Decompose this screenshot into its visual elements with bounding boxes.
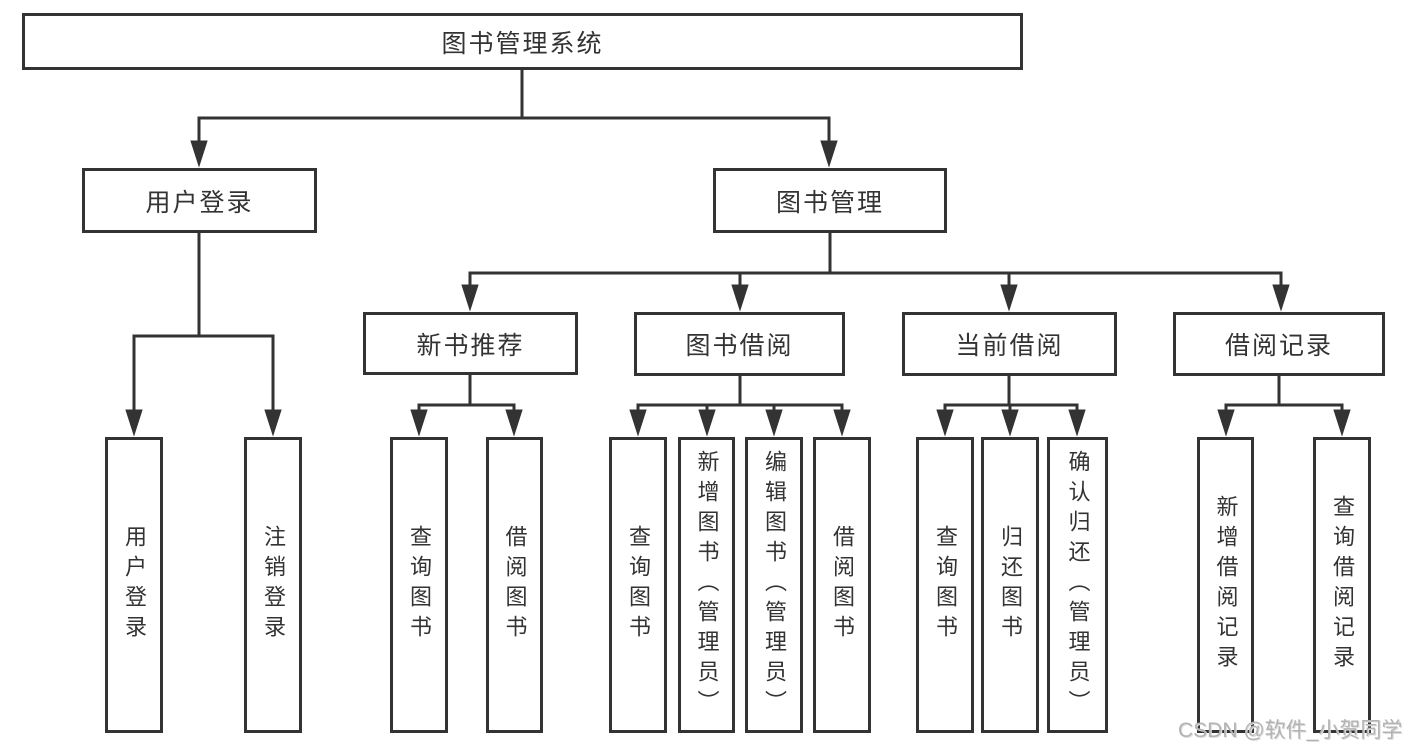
node-new-book-recommend: 新书推荐	[363, 312, 578, 375]
leaf-borrow-books: 借阅图书	[813, 437, 871, 733]
node-library-system: 图书管理系统	[22, 13, 1023, 70]
node-book-borrow: 图书借阅	[634, 312, 845, 376]
leaf-query-borrow-record: 查询借阅记录	[1313, 437, 1371, 733]
leaf-add-book-admin: 新增图书（管理员）	[678, 437, 735, 733]
watermark-text: CSDN @软件_小贺同学	[1178, 719, 1403, 742]
leaf-query-books-recommend: 查询图书	[390, 437, 448, 733]
node-borrow-records: 借阅记录	[1173, 312, 1385, 376]
node-user-login: 用户登录	[82, 168, 317, 233]
leaf-user-login: 用户登录	[105, 437, 163, 733]
leaf-add-borrow-record: 新增借阅记录	[1197, 437, 1254, 733]
leaf-edit-book-admin: 编辑图书（管理员）	[745, 437, 803, 733]
leaf-borrow-books-recommend: 借阅图书	[486, 437, 543, 733]
leaf-confirm-return-admin: 确认归还（管理员）	[1047, 437, 1108, 733]
leaf-query-books-current: 查询图书	[916, 437, 974, 733]
node-current-borrow: 当前借阅	[902, 312, 1117, 376]
leaf-return-book: 归还图书	[981, 437, 1039, 733]
node-book-management: 图书管理	[713, 168, 947, 233]
leaf-logout: 注销登录	[244, 437, 302, 733]
leaf-query-books-borrow: 查询图书	[609, 437, 667, 733]
